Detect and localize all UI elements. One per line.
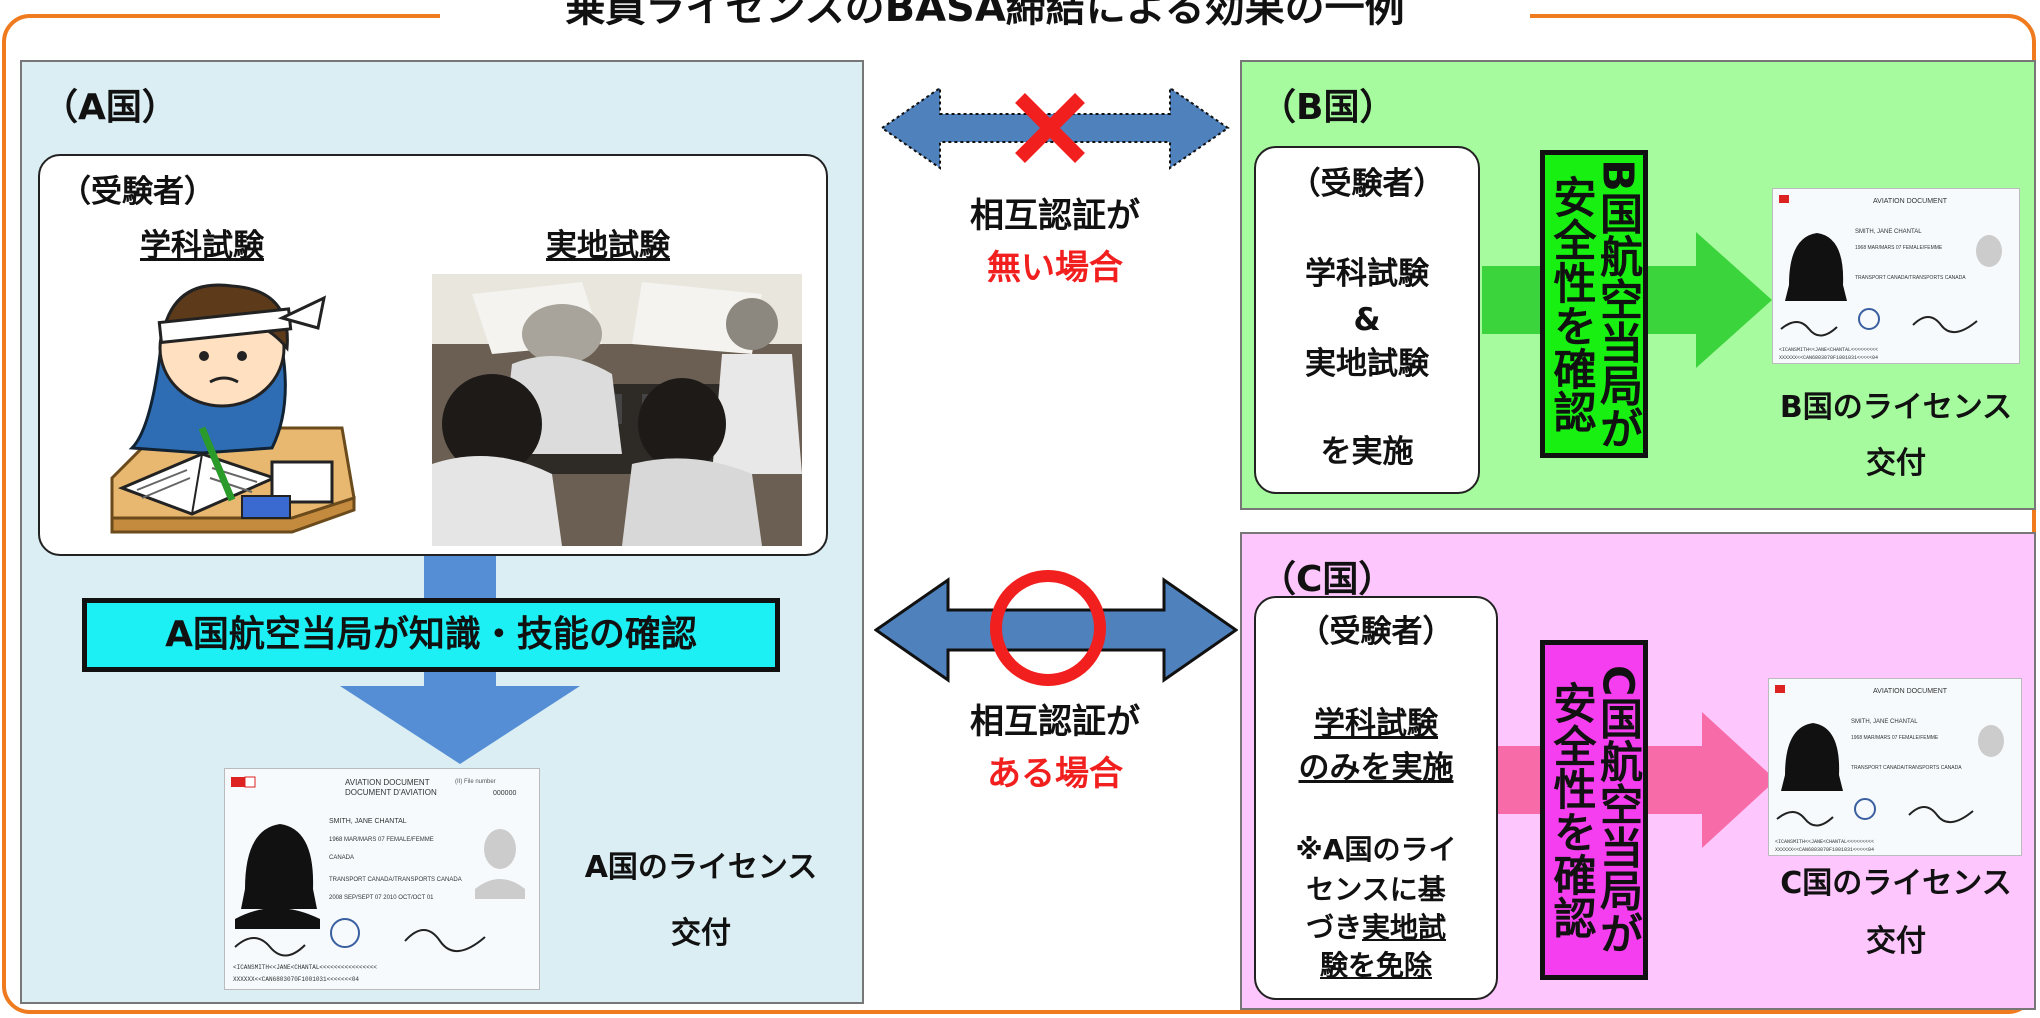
svg-text:TRANSPORT CANADA/TRANSPORTS CA: TRANSPORT CANADA/TRANSPORTS CANADA [1855,275,1966,281]
svg-text:AVIATION DOCUMENT: AVIATION DOCUMENT [1873,198,1948,205]
authority-box-b: B国航空当局が安全性を確認 [1540,150,1648,458]
svg-text:XXXXXX<<CAN6803070F1001031<<<<: XXXXXX<<CAN6803070F1001031<<<<<04 [1779,355,1878,361]
title-background [440,0,1530,36]
exam-c-line1: 学科試験 [1314,706,1438,742]
issue-caption-b: 交付 [1866,446,1926,481]
written-exam-label-a: 学科試験 [140,228,264,264]
examinee-box-b [1254,146,1480,494]
with-recognition-line1: 相互認証が [970,702,1140,742]
authority-banner-a: A国航空当局が知識・技能の確認 [82,598,780,672]
issue-caption-c: 交付 [1866,924,1926,959]
svg-text:DOCUMENT D'AVIATION: DOCUMENT D'AVIATION [345,788,437,797]
svg-text:AVIATION DOCUMENT: AVIATION DOCUMENT [1873,688,1948,695]
svg-text:AVIATION DOCUMENT: AVIATION DOCUMENT [345,778,430,787]
page-title: 乗員ライセンスのBASA締結による効果の一例 [565,0,1405,31]
license-card-a: AVIATION DOCUMENT DOCUMENT D'AVIATION (I… [224,768,540,990]
country-c-label: （C国） [1260,559,1395,600]
svg-text:TRANSPORT CANADA/TRANSPORTS CA: TRANSPORT CANADA/TRANSPORTS CANADA [329,877,462,883]
svg-text:1968 MAR/MARS 07 FEMALE/FEMME: 1968 MAR/MARS 07 FEMALE/FEMME [1851,735,1939,741]
svg-text:1968 MAR/MARS 07 FEMALE/FEMME: 1968 MAR/MARS 07 FEMALE/FEMME [1855,245,1943,251]
svg-text:<ICANSMITH<<JANE<CHANTAL<<<<<<: <ICANSMITH<<JANE<CHANTAL<<<<<<<<< [1775,839,1874,845]
authority-box-c: C国航空当局が安全性を確認 [1540,640,1648,980]
no-recognition-arrow [880,86,1230,170]
with-recognition-arrow [874,570,1238,686]
exam-b-line3: 実地試験 [1305,346,1429,382]
svg-text:SMITH, JANE CHANTAL: SMITH, JANE CHANTAL [1851,719,1918,725]
with-recognition-line2: ある場合 [987,754,1123,794]
license-card-b: AVIATION DOCUMENT SMITH, JANE CHANTAL 19… [1772,188,2020,364]
note-c-line1: ※A国のライ [1295,833,1457,866]
issue-caption-a: 交付 [671,916,731,951]
svg-text:1968 MAR/MARS 07 FEMALE/FEMM: 1968 MAR/MARS 07 FEMALE/FEMME [329,837,434,843]
country-b-label: （B国） [1260,87,1396,128]
svg-text:<ICANSMITH<<JANE<CHANTAL<<<<<<: <ICANSMITH<<JANE<CHANTAL<<<<<<<<< [1779,347,1878,353]
svg-text:CANADA: CANADA [329,855,354,861]
examinee-box-c [1254,596,1498,1000]
svg-text:2008 SEP/SEPT 07 2010 OCT/O: 2008 SEP/SEPT 07 2010 OCT/OCT 01 [329,895,434,901]
license-caption-c: C国のライセンス [1780,866,2012,901]
no-recognition-line2: 無い場合 [987,248,1123,288]
note-c-line3-text: づき [1305,911,1362,944]
cockpit-photo [432,274,802,546]
examinee-a-label: （受験者） [60,174,215,210]
svg-text:XXXXXX<<CAN6803070F1001031<<<<: XXXXXX<<CAN6803070F1001031<<<<<04 [1775,847,1874,853]
examinee-c-label: （受験者） [1298,614,1454,650]
student-studying-illustration [110,283,356,534]
no-recognition-line1: 相互認証が [970,196,1140,236]
note-c-line3-underlined: 実地試 [1362,911,1447,944]
svg-text:XXXXXX<<CAN6803070F1001031<<<<: XXXXXX<<CAN6803070F1001031<<<<<<<04 [233,976,359,983]
note-c-line4: 験を免除 [1319,949,1432,982]
license-caption-a: A国のライセンス [584,850,818,885]
exam-c-line2: のみを実施 [1298,750,1454,786]
license-caption-b: B国のライセンス [1779,390,2013,425]
practical-exam-label-a: 実地試験 [546,228,670,264]
license-card-c: AVIATION DOCUMENT SMITH, JANE CHANTAL 19… [1768,678,2022,856]
svg-text:(II) File number: (II) File number [455,779,496,785]
svg-text:000000: 000000 [493,790,516,797]
exam-b-line2: & [1353,302,1381,338]
svg-text:<ICANSMITH<<JANE<CHANTAL<<<<<<: <ICANSMITH<<JANE<CHANTAL<<<<<<<<<<<<<<<< [233,964,377,971]
exam-b-line4: を実施 [1320,434,1414,470]
exam-b-line1: 学科試験 [1305,256,1429,292]
note-c-line3: づき実地試 [1254,910,1498,946]
svg-text:SMITH, JANE CHANTAL: SMITH, JANE CHANTAL [1855,229,1922,235]
country-a-label: （A国） [42,87,178,128]
svg-text:SMITH, JANE CHANTAL: SMITH, JANE CHANTAL [329,818,407,825]
svg-text:TRANSPORT CANADA/TRANSPORTS CA: TRANSPORT CANADA/TRANSPORTS CANADA [1851,765,1962,771]
examinee-b-label: （受験者） [1289,166,1445,202]
note-c-line2: センスに基 [1306,873,1446,906]
